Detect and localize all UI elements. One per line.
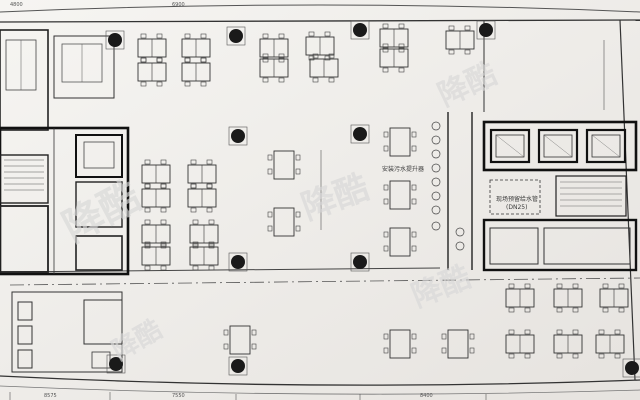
dimension-bottom-1: 8575 [44,393,57,399]
pipe-annotation-line2: (DN25) [506,204,528,211]
dimension-top-2: 6900 [172,2,185,8]
dimension-bottom-2: 7550 [172,393,185,399]
dimension-bottom-3: 8400 [420,393,433,399]
riser-annotation: 安装污水提升器 [382,166,425,173]
pipe-annotation-line1: 现场预留给水管 [496,196,539,203]
dimension-top-1: 4800 [10,2,23,8]
